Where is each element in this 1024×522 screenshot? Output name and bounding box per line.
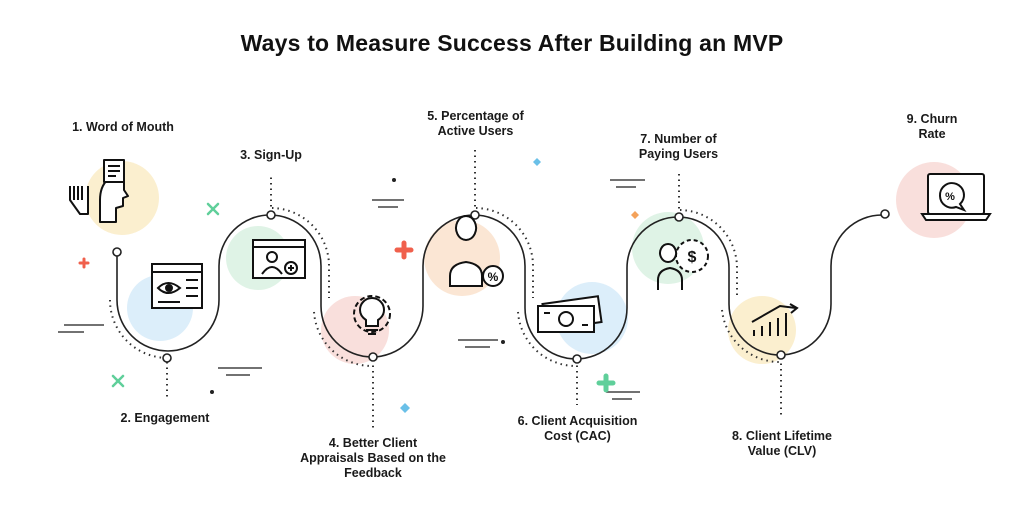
dotted-arc-1 [109,299,169,359]
step-8-label: 8. Client Lifetime Value (CLV) [731,429,833,458]
svg-text:%: % [488,270,499,284]
step-2-label: 2. Engagement [120,411,210,425]
step-3-label: 3. Sign-Up [240,148,302,162]
accent-diamond-icon [400,158,639,413]
dotted-arc-4 [475,207,534,298]
svg-text:%: % [945,191,955,203]
dotted-arc-6 [679,209,738,298]
node-4 [368,352,378,362]
dotted-arc-2 [271,207,330,298]
node-5 [470,210,480,220]
node-6 [572,354,582,364]
node-8 [776,350,786,360]
step-4-label: 4. Better Client Appraisals Based on the… [300,436,446,480]
node-3 [266,210,276,220]
step-6-label: 6. Client Acquisition Cost (CAC) [517,414,638,443]
laptop-percent-icon: % [920,173,992,221]
lightbulb-gear-icon [353,295,391,335]
paying-user-icon: $ [657,239,709,290]
money-bills-icon [537,295,603,333]
user-percent-icon: % [449,215,504,287]
node-2 [162,353,172,363]
roadmap-path [116,214,883,360]
accent-x-icon [111,202,220,388]
browser-eye-icon [151,263,203,309]
step-7-label: 7. Number of Paying Users [638,132,719,161]
accent-plus-icon [78,240,616,393]
node-9 [880,209,890,219]
svg-text:$: $ [688,249,697,266]
step-1-label: 1. Word of Mouth [72,120,174,134]
speaking-head-icon [69,159,129,223]
step-9-label: 9. Churn Rate [906,112,958,141]
growth-chart-icon [751,303,799,336]
step-5-label: 5. Percentage of Active Users [427,109,524,138]
node-7 [674,212,684,222]
node-1 [112,247,122,257]
page-title: Ways to Measure Success After Building a… [240,30,784,56]
user-add-window-icon [252,239,306,279]
